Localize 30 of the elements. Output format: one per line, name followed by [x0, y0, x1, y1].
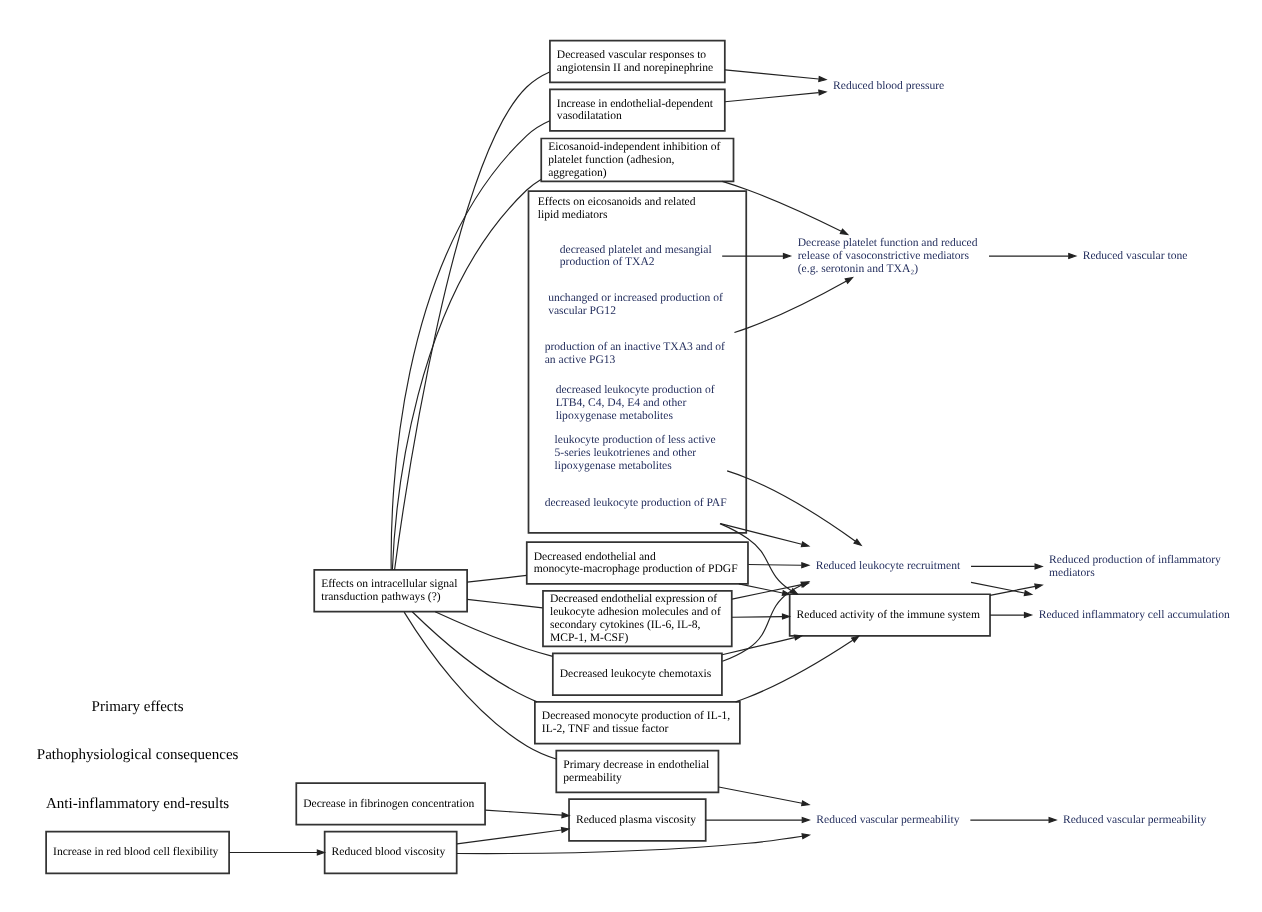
arrow: [969, 815, 1058, 823]
arrow: [989, 582, 1044, 595]
arrow: [456, 832, 812, 854]
connector: [466, 597, 544, 608]
connector: [466, 573, 528, 582]
arrow: [705, 815, 811, 823]
arrow: [726, 469, 863, 546]
arrow: [721, 633, 804, 655]
arrow: [988, 251, 1078, 259]
arrow: [747, 561, 811, 568]
arrow: [721, 251, 793, 259]
arrow: [731, 612, 792, 619]
arrow: [970, 562, 1044, 569]
connector: [434, 610, 554, 656]
connector: [411, 610, 538, 702]
arrow: [989, 610, 1034, 618]
connector: [403, 610, 557, 759]
arrow: [718, 785, 811, 806]
arrow: [484, 808, 571, 818]
arrow: [970, 580, 1034, 596]
arrow: [456, 825, 571, 844]
arrow: [735, 634, 861, 702]
connector: [391, 177, 542, 570]
arrow: [733, 275, 854, 333]
arrow: [724, 68, 828, 82]
arrow: [228, 848, 327, 855]
arrow: [721, 179, 850, 235]
arrow: [719, 522, 811, 547]
arrow: [724, 88, 828, 102]
arrow: [721, 580, 811, 661]
